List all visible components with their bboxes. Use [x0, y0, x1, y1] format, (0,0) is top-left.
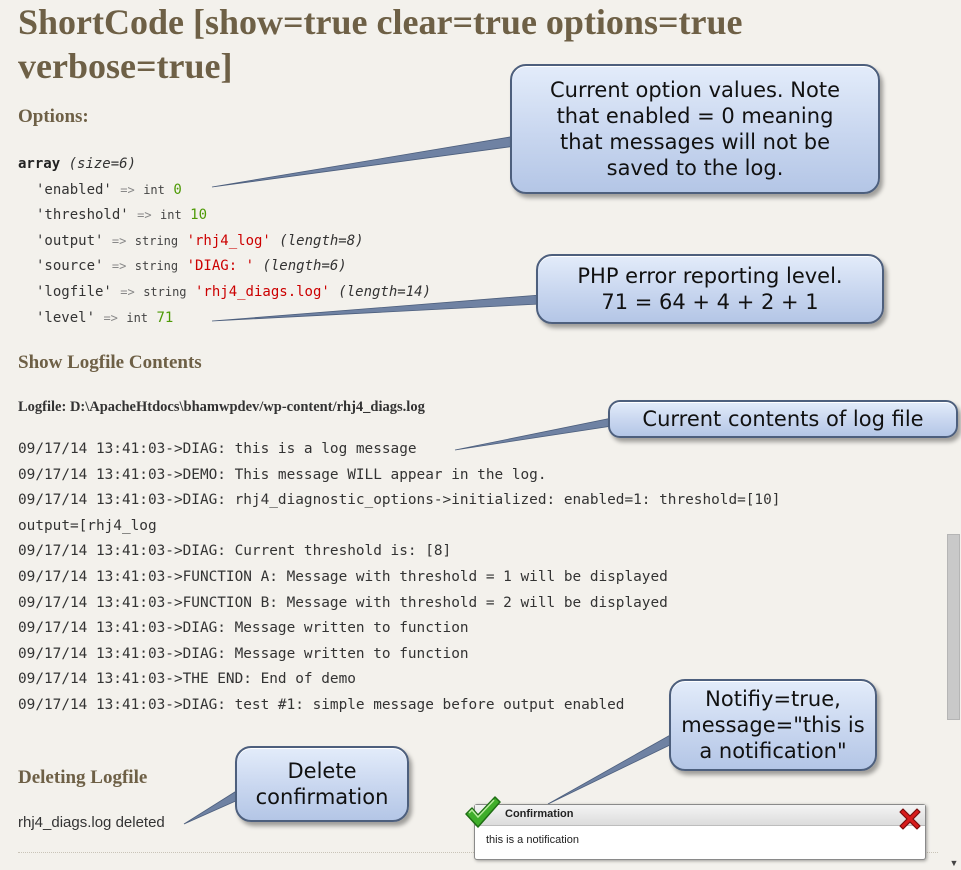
deleted-message: rhj4_diags.log deleted [18, 814, 165, 831]
log-contents: 09/17/14 13:41:03->DIAG: this is a log m… [18, 437, 878, 719]
callout-notify-note: Notifiy=true, message="this is a notific… [669, 679, 877, 771]
option-key: 'threshold' [36, 207, 129, 224]
option-value: 'rhj4_diags.log' [194, 283, 330, 300]
callout-options-note: Current option values. Note that enabled… [510, 64, 880, 194]
scroll-down-arrow-icon[interactable]: ▼ [949, 858, 959, 868]
notification-popup: Confirmation this is a notification [474, 804, 926, 860]
option-arrow: => [120, 182, 135, 197]
array-keyword: array [18, 156, 61, 172]
log-line: 09/17/14 13:41:03->DIAG: rhj4_diagnostic… [18, 492, 781, 509]
callout-notify-text: Notifiy=true, message="this is a notific… [681, 687, 865, 763]
option-type: string [134, 259, 179, 274]
deleting-heading: Deleting Logfile [18, 767, 148, 788]
options-heading: Options: [18, 106, 89, 127]
option-type: int [126, 310, 149, 325]
option-type: int [143, 182, 165, 197]
option-row: 'level' => int 71 [18, 306, 431, 332]
option-row: 'enabled' => int 0 [18, 178, 431, 204]
log-line: 09/17/14 13:41:03->DIAG: Current thresho… [18, 543, 452, 560]
log-line: 09/17/14 13:41:03->DIAG: Message written… [18, 645, 469, 662]
notification-title: Confirmation [505, 808, 574, 820]
page-title: ShortCode [show=true clear=true options=… [18, 2, 743, 86]
option-key: 'logfile' [36, 283, 112, 300]
option-value: 0 [173, 181, 182, 198]
option-arrow: => [103, 310, 118, 325]
option-row: 'source' => string 'DIAG: ' (length=6) [18, 254, 431, 280]
option-arrow: => [111, 259, 127, 274]
option-arrow: => [111, 233, 127, 248]
log-line: 09/17/14 13:41:03->DEMO: This message WI… [18, 466, 547, 483]
array-size: (size=6) [68, 156, 137, 172]
log-line: 09/17/14 13:41:03->DIAG: this is a log m… [18, 441, 417, 457]
option-row: 'logfile' => string 'rhj4_diags.log' (le… [18, 280, 431, 306]
scrollbar-thumb[interactable] [947, 534, 960, 720]
callout-log-text: Current contents of log file [642, 407, 924, 431]
option-type: string [143, 284, 187, 299]
check-icon [465, 796, 501, 828]
option-key: 'output' [36, 232, 104, 249]
logfile-path: Logfile: D:\ApacheHtdocs\bhamwpdev/wp-co… [18, 399, 425, 415]
log-line: 09/17/14 13:41:03->FUNCTION B: Message w… [18, 594, 668, 611]
options-dump: array (size=6) 'enabled' => int 0'thresh… [18, 152, 431, 331]
option-arrow: => [120, 284, 135, 299]
dump-rows: 'enabled' => int 0'threshold' => int 10'… [18, 178, 431, 332]
option-value: 'DIAG: ' [186, 258, 254, 275]
option-arrow: => [137, 208, 152, 223]
leader-notify [547, 733, 673, 805]
callout-log-note: Current contents of log file [608, 400, 958, 438]
log-line: 09/17/14 13:41:03->THE END: End of demo [18, 671, 356, 688]
log-line: 09/17/14 13:41:03->DIAG: test #1: simple… [18, 696, 625, 713]
notification-header: Confirmation [475, 805, 925, 826]
show-logfile-heading: Show Logfile Contents [18, 352, 202, 373]
option-key: 'enabled' [36, 181, 112, 198]
log-line: 09/17/14 13:41:03->FUNCTION A: Message w… [18, 568, 668, 585]
log-line: output=[rhj4_log [18, 517, 157, 534]
option-type: string [134, 233, 179, 248]
notification-body: this is a notification [486, 834, 579, 846]
callout-delete-text: Delete confirmation [255, 759, 389, 809]
leader-delete [183, 789, 239, 825]
dump-array-line: array (size=6) [18, 152, 431, 178]
option-key: 'level' [36, 309, 96, 326]
option-row: 'threshold' => int 10 [18, 203, 431, 229]
callout-delete-note: Delete confirmation [235, 746, 409, 822]
option-type: int [160, 208, 182, 223]
option-value: 71 [156, 309, 174, 326]
option-value: 10 [190, 207, 208, 224]
callout-level-text: PHP error reporting level. 71 = 64 + 4 +… [577, 264, 843, 314]
close-icon[interactable] [896, 805, 924, 833]
callout-level-note: PHP error reporting level. 71 = 64 + 4 +… [536, 254, 884, 324]
callout-options-text: Current option values. Note that enabled… [550, 78, 840, 180]
option-value: 'rhj4_log' [186, 232, 271, 249]
option-key: 'source' [36, 258, 104, 275]
option-row: 'output' => string 'rhj4_log' (length=8) [18, 229, 431, 255]
option-length: (length=6) [262, 258, 347, 275]
log-line: 09/17/14 13:41:03->DIAG: Message written… [18, 620, 469, 637]
option-length: (length=14) [338, 283, 431, 300]
option-length: (length=8) [279, 232, 364, 249]
